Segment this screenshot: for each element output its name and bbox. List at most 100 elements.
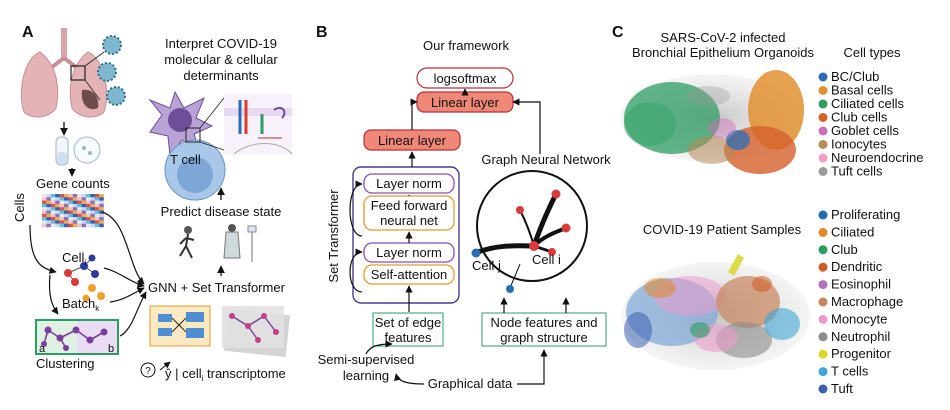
- heatmap-cell: [72, 200, 78, 205]
- panel-c-label: C: [612, 24, 624, 41]
- heatmap-cell: [42, 220, 47, 224]
- heatmap-cell: [68, 210, 73, 214]
- heatmap-cell: [72, 213, 78, 218]
- heatmap-cell: [50, 220, 56, 224]
- heatmap-cell: [64, 203, 69, 208]
- heatmap-cell: [50, 210, 56, 214]
- legend-label: Ciliated: [831, 224, 874, 239]
- t-cell-icon: [148, 90, 226, 201]
- heatmap-cell: [50, 223, 56, 228]
- legend-swatch: [818, 153, 828, 163]
- legend-label: Goblet cells: [831, 123, 899, 138]
- legend-label: Ionocytes: [831, 137, 887, 152]
- edge-features-box: [372, 312, 444, 347]
- legend-label: Macrophage: [831, 294, 903, 309]
- question-circle-icon: [140, 362, 156, 378]
- heatmap-cell: [59, 223, 65, 228]
- logsoftmax-label: logsoftmax: [434, 71, 497, 86]
- legend-label: Dendritic: [831, 259, 883, 274]
- heatmap-cell: [68, 213, 73, 218]
- prediction-label: ŷ | celli transcriptome: [165, 366, 286, 383]
- heatmap-cell: [94, 220, 100, 224]
- self-attention-label: Self-attention: [371, 267, 448, 282]
- interpret-line-3: determinants: [183, 68, 259, 83]
- heatmap-cell: [68, 194, 73, 198]
- heatmap-cell: [81, 207, 87, 211]
- heatmap-cell: [99, 220, 104, 224]
- panel-a: A Gene counts Cells: [12, 24, 293, 383]
- clustering-box: a b: [35, 319, 119, 355]
- layer-norm-1-box: [363, 173, 455, 194]
- cells-axis-label: Cells: [12, 193, 27, 222]
- heatmap-cell: [42, 213, 47, 218]
- heatmap-cell: [81, 197, 87, 201]
- heatmap-cell: [42, 197, 47, 201]
- interpret-line-2: molecular & cellular: [164, 52, 278, 67]
- gnn-set-transformer-label: GNN + Set Transformer: [148, 280, 286, 295]
- heatmap-cell: [42, 207, 47, 211]
- legend-swatch: [818, 167, 828, 176]
- gnn-title: Graph Neural Network: [481, 152, 611, 167]
- heatmap-cell: [42, 210, 47, 214]
- heatmap-cell: [72, 207, 78, 211]
- legend-label: BC/Club: [831, 69, 879, 84]
- heatmap-cell: [46, 213, 51, 218]
- heatmap-cell: [99, 200, 104, 205]
- legend-label: Club cells: [831, 110, 888, 125]
- heatmap-cell: [50, 207, 56, 211]
- heatmap-cell: [77, 200, 82, 205]
- heatmap-cell: [81, 194, 87, 198]
- heatmap-cell: [46, 207, 51, 211]
- graph-network-illustration: [471, 170, 588, 293]
- heatmap-cell: [55, 210, 60, 214]
- heatmap-cell: [94, 223, 100, 228]
- heatmap-cell: [86, 220, 91, 224]
- legend-swatch: [818, 140, 828, 149]
- heatmap-cell: [86, 210, 91, 214]
- heatmap-cell: [99, 223, 104, 228]
- patient-title: COVID-19 Patient Samples: [643, 222, 802, 237]
- legend-swatch: [818, 297, 828, 307]
- set-transformer-label: Set Transformer: [326, 189, 341, 283]
- heatmap-cell: [68, 217, 73, 221]
- heatmap-cell: [64, 194, 69, 198]
- gene-count-heatmap: [42, 194, 104, 228]
- edge-features-line-1: Set of edge: [375, 315, 442, 330]
- layer-norm-1-label: Layer norm: [376, 176, 442, 191]
- heatmap-cell: [59, 194, 65, 198]
- heatmap-cell: [59, 210, 65, 214]
- legend-swatch: [818, 126, 828, 136]
- heatmap-cell: [50, 203, 56, 208]
- heatmap-cell: [59, 200, 65, 205]
- heatmap-cell: [99, 217, 104, 221]
- heatmap-cell: [99, 203, 104, 208]
- heatmap-cell: [86, 207, 91, 211]
- legend-label: Club: [831, 242, 858, 257]
- heatmap-cell: [68, 197, 73, 201]
- heatmap-cell: [99, 197, 104, 201]
- heatmap-cell: [77, 210, 82, 214]
- cell-j-label: Cell j: [472, 258, 501, 273]
- heatmap-cell: [64, 213, 69, 218]
- heatmap-cell: [77, 194, 82, 198]
- heatmap-cell: [68, 203, 73, 208]
- heatmap-cell: [42, 194, 47, 198]
- heatmap-cell: [94, 217, 100, 221]
- heatmap-cell: [81, 217, 87, 221]
- legend-swatch: [818, 113, 828, 122]
- framework-title: Our framework: [423, 38, 509, 53]
- patient-embedding-plot: [622, 254, 810, 370]
- batch-label: Batchk: [62, 296, 100, 313]
- legend-swatch: [818, 72, 828, 82]
- layer-norm-2-label: Layer norm: [376, 245, 442, 260]
- heatmap-cell: [68, 207, 73, 211]
- question-mark: ?: [145, 366, 151, 377]
- heatmap-cell: [90, 220, 95, 224]
- organoid-title-line-2: Bronchial Epithelium Organoids: [632, 45, 815, 60]
- heatmap-cell: [94, 213, 100, 218]
- organoid-title-line-1: SARS-CoV-2 infected: [660, 30, 785, 45]
- heatmap-cell: [77, 213, 82, 218]
- heatmap-cell: [68, 200, 73, 205]
- heatmap-cell: [86, 223, 91, 228]
